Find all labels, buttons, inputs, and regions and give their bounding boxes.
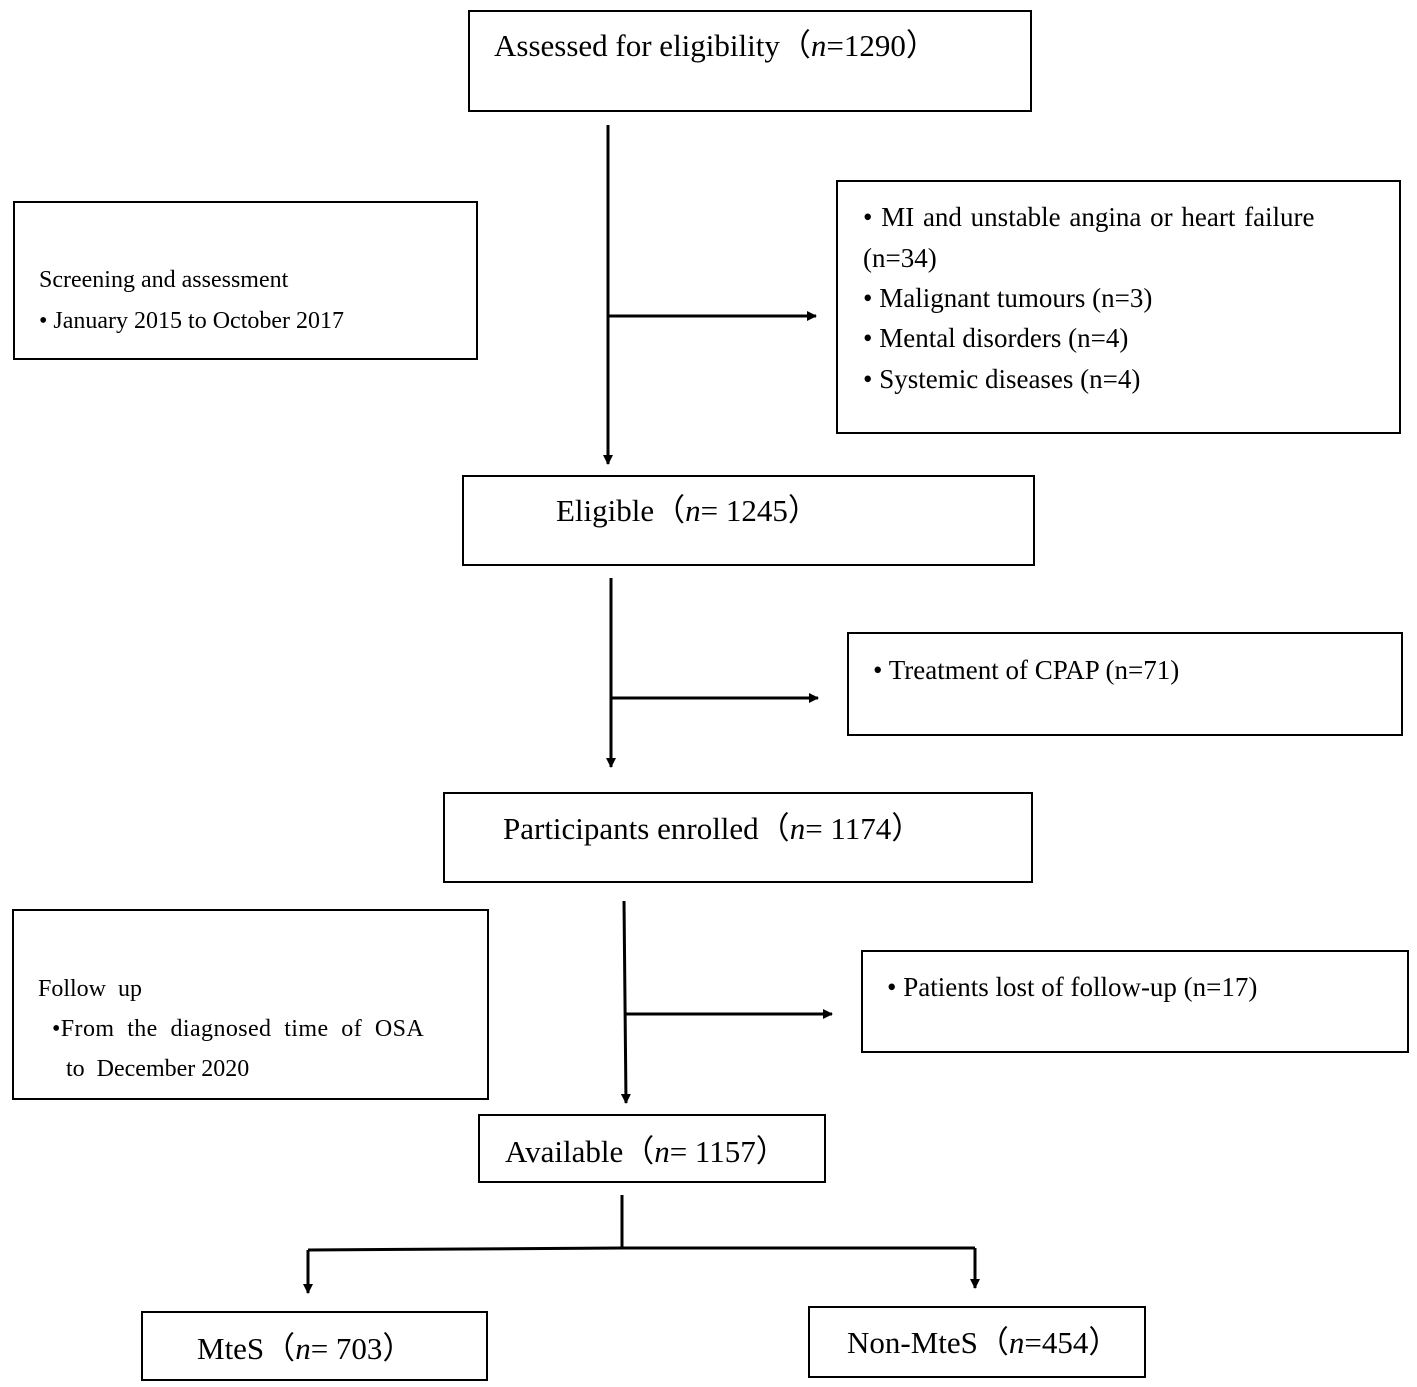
enrolled-label: Participants enrolled（n= 1174） <box>503 811 923 846</box>
eligible-box <box>462 475 1035 566</box>
non-mtes-box <box>808 1306 1146 1378</box>
exclusion-item-systemic: • Systemic diseases (n=4) <box>863 364 1141 394</box>
exclusion-item-heart-count: (n=34) <box>863 243 937 273</box>
assessed-box <box>468 10 1032 112</box>
cpap-box <box>847 632 1403 736</box>
followup-title: Follow up <box>38 976 143 1002</box>
exclusion-item-heart: • MI and unstable angina or heart failur… <box>863 202 1315 232</box>
mtes-label: MteS（n= 703） <box>197 1331 414 1366</box>
exclusion-item-tumours: • Malignant tumours (n=3) <box>863 283 1153 313</box>
available-box <box>478 1114 826 1183</box>
screening-title: Screening and assessment <box>39 267 289 293</box>
screening-period: • January 2015 to October 2017 <box>39 308 345 334</box>
enrolled-box <box>443 792 1033 883</box>
mtes-box <box>141 1311 488 1381</box>
eligible-label: Eligible（n= 1245） <box>556 493 819 528</box>
followup-line1: •From the diagnosed time of OSA <box>52 1016 425 1042</box>
assessed-label: Assessed for eligibility（n=1290） <box>494 28 937 63</box>
followup-line2: to December 2020 <box>66 1056 250 1082</box>
lost-box <box>861 950 1409 1053</box>
cpap-item: • Treatment of CPAP (n=71) <box>873 655 1180 685</box>
split-left-branch <box>307 1246 623 1252</box>
lost-item: • Patients lost of follow-up (n=17) <box>887 972 1258 1002</box>
available-label: Available（n= 1157） <box>505 1134 787 1169</box>
exclusion-item-mental: • Mental disorders (n=4) <box>863 323 1129 353</box>
exclusions-box <box>836 180 1401 434</box>
screening-box <box>13 201 478 360</box>
non-mtes-label: Non-MteS（n=454） <box>847 1325 1120 1360</box>
arrow-enrolled-to-available <box>620 900 631 1104</box>
followup-box <box>12 909 489 1100</box>
